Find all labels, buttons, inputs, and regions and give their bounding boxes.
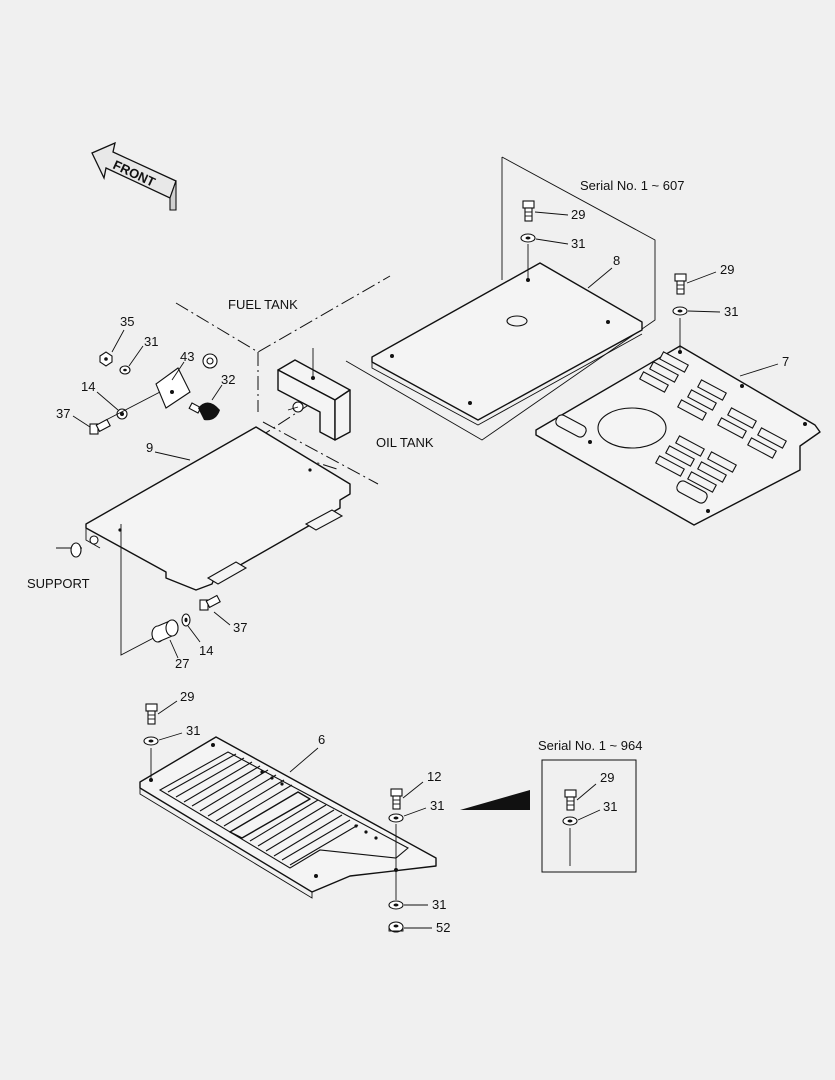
rubber-stopper-icon [188,402,220,421]
part-31-number: 31 [430,798,444,813]
nut-icon [99,351,113,367]
part-31-number: 31 [186,723,200,738]
part-29-number: 29 [720,262,734,277]
part-31-number: 31 [144,334,158,349]
part-32-number: 32 [221,372,235,387]
bolt-icon [390,788,403,810]
washer-icon [388,813,404,823]
part-35-number: 35 [120,314,134,329]
cluster-assembly-line [105,391,161,421]
part-7-callout-line [739,363,779,377]
bolt-icon [674,273,687,295]
washer-icon [388,900,404,910]
part-29-number: 29 [180,689,194,704]
part-29-number: 29 [600,770,614,785]
part-9-plate [85,426,351,591]
bolt-icon [522,200,535,222]
serial-607-note: Serial No. 1 ~ 607 [580,178,684,193]
tank-mount-bracket [277,359,351,441]
washer-icon [672,306,688,316]
part-8-callout-line [587,267,613,289]
bolt-icon [145,703,158,725]
part-31-number: 31 [571,236,585,251]
bracket-plate-icon [155,367,191,409]
part-43-number: 43 [180,349,194,364]
fuel-tank-boundary-line [175,275,391,353]
bolt-icon [564,789,577,811]
part-31-number: 31 [724,304,738,319]
part-12-number: 12 [427,769,441,784]
part-6-number: 6 [318,732,325,747]
part-14-number: 14 [81,379,95,394]
support-stud-icon [56,542,82,558]
part-14-number: 14 [199,643,213,658]
washer-icon [143,736,159,746]
part-8-number: 8 [613,253,620,268]
bolt-icon [89,418,111,435]
part-29-number: 29 [571,207,585,222]
serial-964-box [541,759,637,873]
washer-icon [520,233,536,243]
washer-icon [562,816,578,826]
part-6-callout-line [289,747,319,773]
part-37-number: 37 [56,406,70,421]
support-bracket-line [120,524,166,656]
part-7-plate [535,345,821,526]
serial-964-note: Serial No. 1 ~ 964 [538,738,642,753]
bushing-icon [202,353,218,369]
part-9-number: 9 [146,440,153,455]
part-27-number: 27 [175,656,189,671]
front-arrow-icon: FRONT [91,141,177,211]
nut-icon [388,921,404,933]
part-31-number: 31 [432,897,446,912]
part-9-callout-line [154,451,191,461]
spacer-collar-icon [151,619,179,643]
part-52-number: 52 [436,920,450,935]
part-37-number: 37 [233,620,247,635]
support-label: SUPPORT [27,576,90,591]
washer-icon [119,365,131,375]
bolt-icon [199,594,221,611]
part-7-number: 7 [782,354,789,369]
part-8-plate [371,262,643,426]
oil-tank-boundary-line [262,421,379,485]
part-31-number: 31 [603,799,617,814]
fuel-tank-label: FUEL TANK [228,297,298,312]
serial-607-bracket-line [345,156,656,441]
pointer-arrow-icon [460,790,530,810]
oil-tank-label: OIL TANK [376,435,434,450]
washer-icon [181,613,191,627]
